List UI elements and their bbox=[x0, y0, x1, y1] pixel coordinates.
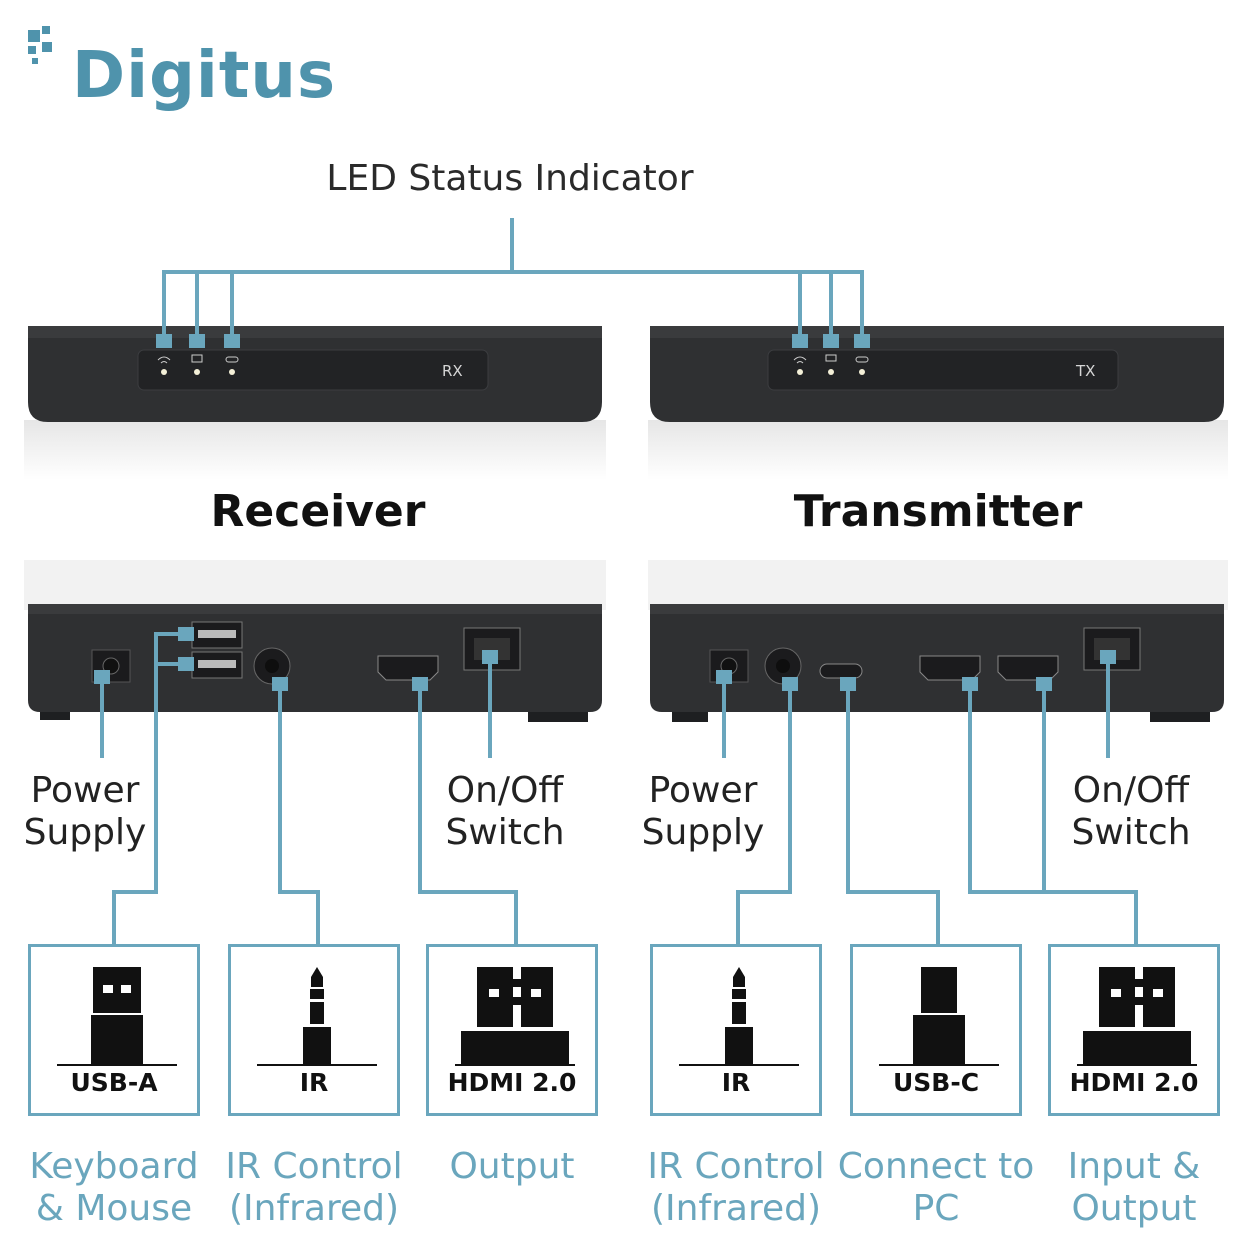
interface-box: HDMI 2.0 bbox=[1048, 944, 1220, 1116]
transmitter-rear bbox=[650, 604, 1224, 722]
receiver-switch-label: On/Off Switch bbox=[445, 770, 565, 853]
interface-label: USB-C bbox=[892, 1068, 980, 1097]
wifi-icon bbox=[157, 356, 171, 364]
transmitter-switch-label: On/Off Switch bbox=[1071, 770, 1191, 853]
usb-c-icon bbox=[879, 967, 999, 1066]
link-icon bbox=[225, 356, 239, 363]
led-connector-nodes bbox=[156, 334, 870, 348]
audio-jack-icon bbox=[679, 967, 799, 1066]
interface-description: Connect to PC bbox=[837, 1146, 1035, 1229]
wifi-icon bbox=[793, 356, 807, 364]
tx-tag: TX bbox=[1075, 362, 1095, 380]
interface-label: IR bbox=[721, 1068, 751, 1097]
interface-description: IR Control (Infrared) bbox=[647, 1146, 825, 1229]
receiver-rear bbox=[28, 604, 602, 722]
receiver-title: Receiver bbox=[210, 486, 426, 537]
interface-description: Input & Output bbox=[1067, 1146, 1201, 1229]
laptop-icon bbox=[825, 354, 837, 362]
receiver-power-label: Power Supply bbox=[23, 770, 147, 853]
interface-label: HDMI 2.0 bbox=[1069, 1068, 1199, 1097]
interface-description: Keyboard & Mouse bbox=[29, 1146, 199, 1229]
logo-dots-icon bbox=[28, 26, 52, 64]
monitor-icon bbox=[191, 354, 203, 363]
interface-label: HDMI 2.0 bbox=[447, 1068, 577, 1097]
transmitter-power-label: Power Supply bbox=[641, 770, 765, 853]
link-icon bbox=[855, 356, 869, 363]
interface-box: HDMI 2.0 bbox=[426, 944, 598, 1116]
interface-description: IR Control (Infrared) bbox=[225, 1146, 403, 1229]
transmitter-title: Transmitter bbox=[793, 486, 1083, 537]
transmitter-front: TX bbox=[650, 326, 1224, 422]
interface-box: IR bbox=[228, 944, 400, 1116]
receiver-front: RX bbox=[28, 326, 602, 422]
hdmi-icon bbox=[455, 967, 575, 1066]
brand-name: Digitus bbox=[72, 39, 337, 113]
usb-a-icon bbox=[57, 967, 177, 1066]
interface-box: USB-C bbox=[850, 944, 1022, 1116]
led-connector-lines bbox=[162, 218, 864, 340]
interface-box: USB-A bbox=[28, 944, 200, 1116]
rear-connector-nodes bbox=[94, 627, 1116, 691]
rear-connector-lines bbox=[100, 632, 1138, 946]
interface-label: IR bbox=[299, 1068, 329, 1097]
interface-label: USB-A bbox=[70, 1068, 158, 1097]
interface-box: IR bbox=[650, 944, 822, 1116]
audio-jack-icon bbox=[257, 967, 377, 1066]
rx-tag: RX bbox=[442, 362, 463, 380]
hdmi-icon bbox=[1077, 967, 1197, 1066]
interface-description: Output bbox=[449, 1146, 575, 1187]
led-status-title: LED Status Indicator bbox=[326, 158, 694, 199]
